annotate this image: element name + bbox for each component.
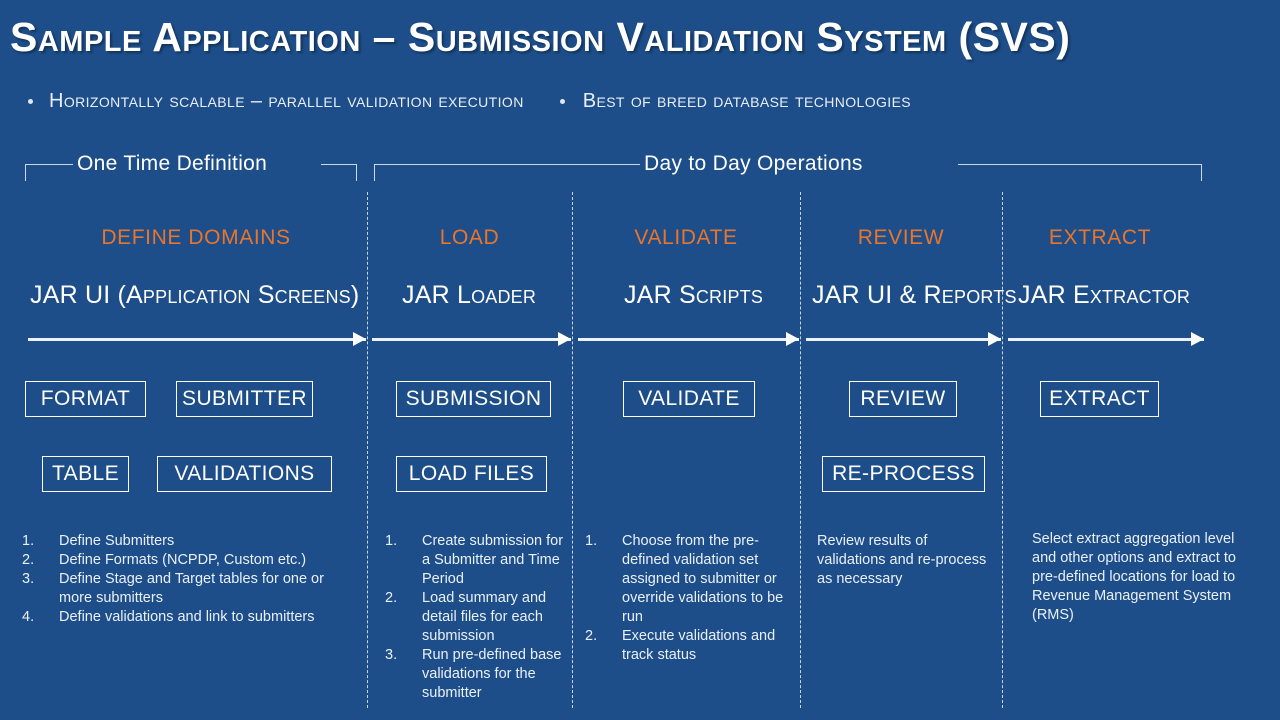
- bullet-item-1: Best of breed database technologies: [559, 89, 912, 113]
- entity-box-validate[interactable]: VALIDATE: [623, 381, 755, 417]
- list-item: Define Submitters: [22, 532, 175, 551]
- entity-box-re-process[interactable]: RE-PROCESS: [822, 456, 985, 492]
- list-item: Define Stage and Target tables for one o…: [22, 570, 324, 606]
- arrow-shaft: [28, 338, 366, 341]
- bracket-line-left: [25, 164, 73, 165]
- component-label-jar-ui-reports: JAR UI & Reports: [812, 281, 1017, 309]
- entity-box-submitter[interactable]: SUBMITTER: [176, 381, 313, 417]
- stage-header-define-domains: DEFINE DOMAINS: [101, 226, 291, 249]
- arrow-head-icon: [786, 332, 799, 346]
- entity-box-table[interactable]: TABLE: [42, 456, 129, 492]
- phase-label-day-to-day-operations: Day to Day Operations: [644, 152, 863, 175]
- list-item: Define validations and link to submitter…: [22, 608, 315, 627]
- component-label-jar-loader: JAR Loader: [402, 281, 537, 309]
- flow-arrow-2: [372, 332, 571, 346]
- bullet-dot-icon: [559, 98, 565, 104]
- flow-arrow-5: [1008, 332, 1204, 346]
- entity-box-submission[interactable]: SUBMISSION: [396, 381, 551, 417]
- entity-box-load-files[interactable]: LOAD FILES: [396, 456, 547, 492]
- list-item: Run pre-defined base validations for the…: [385, 646, 562, 701]
- bracket-tick-right: [1201, 164, 1202, 181]
- entity-box-extract[interactable]: EXTRACT: [1040, 381, 1159, 417]
- arrow-shaft: [806, 338, 1001, 341]
- arrow-head-icon: [1191, 332, 1204, 346]
- column-divider-3: [800, 192, 801, 708]
- column-divider-4: [1002, 192, 1003, 708]
- bracket-tick-left: [374, 164, 375, 181]
- bullet-dot-icon: [28, 98, 33, 104]
- bracket-line-left: [374, 164, 640, 165]
- description-extract: Select extract aggregation level and oth…: [1032, 530, 1242, 625]
- arrow-shaft: [372, 338, 571, 341]
- stage-header-load: LOAD: [439, 226, 500, 249]
- phase-label-one-time-definition: One Time Definition: [77, 152, 268, 175]
- arrow-shaft: [578, 338, 799, 341]
- phase-bracket-day-to-day-operations: Day to Day Operations: [374, 152, 1202, 181]
- arrow-head-icon: [558, 332, 571, 346]
- column-divider-1: [367, 192, 368, 708]
- entity-box-validations[interactable]: VALIDATIONS: [157, 456, 332, 492]
- flow-arrow-4: [806, 332, 1001, 346]
- description-review: Review results of validations and re-pro…: [817, 532, 995, 589]
- bracket-line-right: [321, 164, 357, 165]
- description-list: Create submission for a Submitter and Ti…: [385, 532, 567, 703]
- arrow-shaft: [1008, 338, 1204, 341]
- description-load: Create submission for a Submitter and Ti…: [385, 532, 567, 703]
- component-label-jar-extractor: JAR Extractor: [1018, 281, 1191, 309]
- description-text: Select extract aggregation level and oth…: [1032, 531, 1236, 623]
- arrow-head-icon: [988, 332, 1001, 346]
- description-validate: Choose from the pre-defined validation s…: [585, 532, 795, 665]
- entity-box-review[interactable]: REVIEW: [849, 381, 957, 417]
- bracket-tick-right: [356, 164, 357, 181]
- phase-bracket-one-time-definition: One Time Definition: [25, 152, 357, 181]
- list-item: Create submission for a Submitter and Ti…: [385, 532, 564, 587]
- stage-header-extract: EXTRACT: [1048, 226, 1152, 249]
- bullet-label-1: Best of breed database technologies: [582, 89, 912, 112]
- list-item: Execute validations and track status: [585, 627, 776, 663]
- bullet-label-0: Horizontally scalable – parallel validat…: [49, 89, 524, 112]
- flow-arrow-1: [28, 332, 366, 346]
- list-item: Choose from the pre-defined validation s…: [585, 532, 784, 625]
- description-list: Define Submitters Define Formats (NCPDP,…: [22, 532, 352, 627]
- component-label-jar-ui: JAR UI (Application Screens): [30, 281, 360, 309]
- arrow-head-icon: [353, 332, 366, 346]
- bracket-tick-left: [25, 164, 26, 181]
- description-list: Choose from the pre-defined validation s…: [585, 532, 795, 665]
- stage-header-validate: VALIDATE: [634, 226, 738, 249]
- description-define-domains: Define Submitters Define Formats (NCPDP,…: [22, 532, 352, 627]
- bracket-line-right: [958, 164, 1202, 165]
- component-label-jar-scripts: JAR Scripts: [624, 281, 764, 309]
- column-divider-2: [572, 192, 573, 708]
- bullet-item-0: Horizontally scalable – parallel validat…: [28, 90, 524, 113]
- description-text: Review results of validations and re-pro…: [817, 533, 987, 587]
- page-title: Sample Application – Submission Validati…: [10, 14, 1071, 60]
- flow-arrow-3: [578, 332, 799, 346]
- list-item: Load summary and detail files for each s…: [385, 589, 547, 644]
- entity-box-format[interactable]: FORMAT: [25, 381, 146, 417]
- subtitle-bullets: Horizontally scalable – parallel validat…: [28, 86, 1258, 116]
- list-item: Define Formats (NCPDP, Custom etc.): [22, 551, 307, 570]
- stage-header-review: REVIEW: [857, 226, 945, 249]
